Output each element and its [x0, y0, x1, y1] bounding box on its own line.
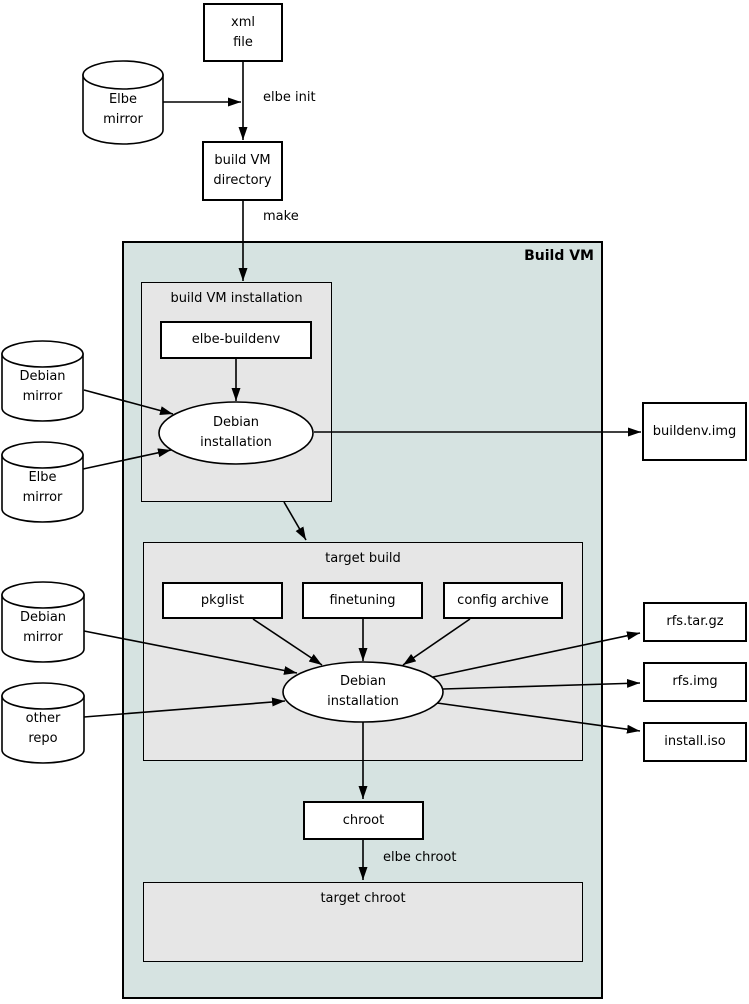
buildenv-img-node: buildenv.img [642, 402, 747, 461]
finetuning-label: finetuning [329, 592, 396, 608]
debian-mirror-lower-label-box: Debian mirror [2, 604, 84, 652]
debian-installation-target-label-box: Debian installation [283, 662, 443, 722]
install-iso-label: install.iso [664, 734, 726, 749]
debian-mirror-lower-label: Debian mirror [19, 610, 67, 645]
target-build-group-title: target build [325, 551, 401, 566]
chroot-node: chroot [303, 801, 424, 840]
build-vm-directory-label: build VM directory [213, 153, 272, 188]
rfs-img-node: rfs.img [643, 662, 747, 702]
target-chroot-group-title: target chroot [320, 891, 406, 906]
elbe-chroot-edge-label: elbe chroot [383, 850, 457, 865]
debian-mirror-upper-label: Debian mirror [19, 369, 66, 404]
build-vm-directory-node: build VM directory [202, 141, 283, 201]
rfs-tar-gz-node: rfs.tar.gz [643, 602, 747, 642]
elbe-mirror-left-label: Elbe mirror [22, 470, 63, 505]
elbe-buildenv-label: elbe-buildenv [191, 332, 281, 347]
other-repo-label: other repo [25, 711, 61, 746]
pkglist-node: pkglist [162, 582, 283, 619]
build-vm-installation-group-title: build VM installation [170, 291, 303, 306]
debian-installation-target-label: Debian installation [327, 674, 399, 709]
build-vm-container-title: Build VM [524, 248, 594, 264]
debian-installation-buildenv-label: Debian installation [200, 415, 272, 450]
elbe-mirror-top-label: Elbe mirror [103, 92, 143, 127]
elbe-mirror-left-label-box: Elbe mirror [2, 464, 83, 512]
build-vm-installation-group: build VM installation [141, 282, 332, 502]
make-edge-label: make [263, 209, 299, 224]
rfs-img-label: rfs.img [672, 674, 718, 689]
debian-installation-buildenv-label-box: Debian installation [159, 403, 313, 463]
finetuning-node: finetuning [302, 582, 423, 619]
pkglist-label: pkglist [200, 592, 245, 608]
xml-file-label: xml file [231, 14, 255, 50]
target-chroot-group: target chroot [143, 882, 583, 962]
target-build-group: target build [143, 542, 583, 761]
debian-mirror-upper-label-box: Debian mirror [2, 363, 83, 411]
config-archive-node: config archive [443, 582, 563, 619]
elbe-buildenv-node: elbe-buildenv [160, 321, 312, 359]
other-repo-label-box: other repo [2, 705, 84, 753]
elbe-init-edge-label: elbe init [263, 90, 316, 105]
config-archive-label: config archive [457, 592, 549, 608]
install-iso-node: install.iso [643, 722, 747, 762]
chroot-label: chroot [342, 812, 385, 828]
rfs-tar-gz-label: rfs.tar.gz [666, 614, 724, 629]
elbe-mirror-top-label-box: Elbe mirror [83, 86, 163, 134]
xml-file-node: xml file [203, 3, 283, 62]
buildenv-img-label: buildenv.img [652, 423, 737, 439]
